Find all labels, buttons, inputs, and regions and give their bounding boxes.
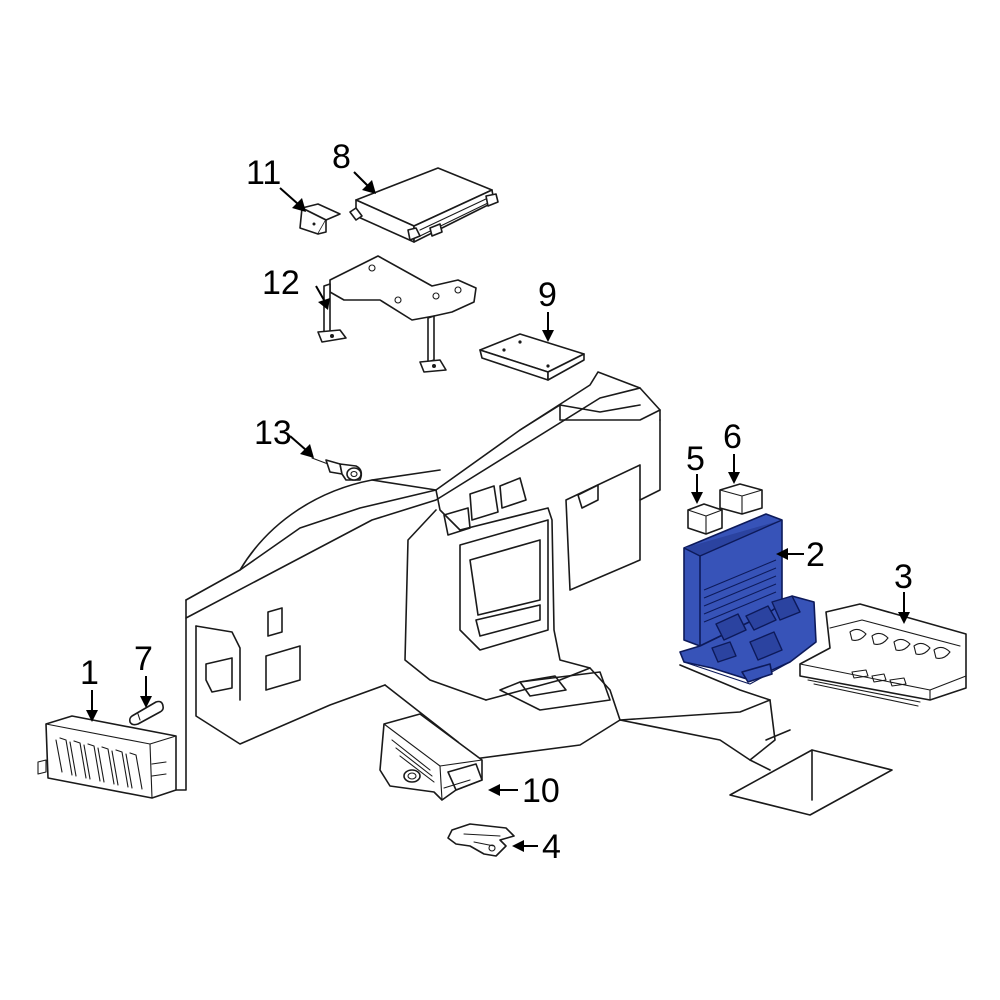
part-6-relay bbox=[719, 483, 763, 515]
part-9-plate bbox=[479, 333, 585, 381]
callout-10: 10 bbox=[522, 772, 560, 810]
callout-13: 13 bbox=[254, 414, 292, 452]
callout-1: 1 bbox=[80, 654, 99, 692]
callout-5: 5 bbox=[686, 440, 705, 478]
part-3-module bbox=[799, 603, 967, 707]
callout-12: 12 bbox=[262, 264, 300, 302]
leader-arrows bbox=[86, 171, 910, 852]
callout-4: 4 bbox=[542, 828, 561, 866]
part-2-fuse-box-highlighted bbox=[679, 513, 817, 685]
callout-11: 11 bbox=[246, 154, 281, 192]
callout-8: 8 bbox=[332, 138, 351, 176]
callout-3: 3 bbox=[894, 558, 913, 596]
part-4-clip bbox=[447, 823, 515, 857]
callout-9: 9 bbox=[538, 276, 557, 314]
part-12-mount-bracket bbox=[317, 255, 477, 373]
part-1-module bbox=[37, 715, 177, 799]
callout-labels: 1 7 11 8 12 9 13 5 6 2 3 10 4 bbox=[80, 138, 913, 866]
part-11-bracket bbox=[299, 203, 341, 235]
callout-7: 7 bbox=[134, 640, 153, 678]
callout-6: 6 bbox=[723, 418, 742, 456]
part-8-control-module bbox=[349, 167, 499, 243]
part-5-relay bbox=[687, 503, 723, 535]
part-13-sensor bbox=[311, 457, 363, 481]
part-10-control-unit bbox=[379, 713, 483, 801]
part-7-fuse bbox=[128, 700, 164, 726]
callout-2: 2 bbox=[806, 536, 825, 574]
